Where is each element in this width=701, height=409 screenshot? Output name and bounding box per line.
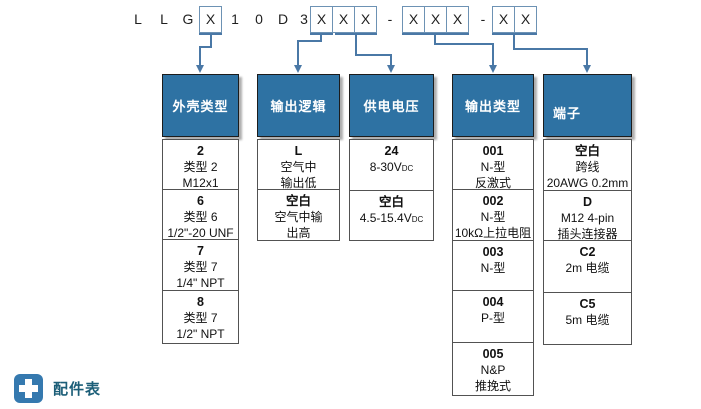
plus-icon — [14, 374, 43, 403]
option-code: 002 — [482, 194, 504, 208]
option-code: 空白 — [285, 194, 311, 208]
option-desc: 2m 电缆 — [565, 261, 610, 275]
option-desc: 5m 电缆 — [565, 313, 610, 327]
option-code: 6 — [197, 194, 204, 208]
column-header-housing-type: 外壳类型 — [162, 74, 239, 137]
option-code: 空白 — [574, 144, 600, 158]
option-code: 7 — [197, 244, 204, 258]
option-desc: N-型 — [480, 210, 506, 224]
code-box: X — [446, 6, 469, 33]
option-desc: 4.5-15.4VDC — [359, 211, 424, 225]
option-cell: D M12 4-pin 插头连接器 — [544, 191, 631, 241]
option-desc: 推挽式 — [474, 379, 511, 393]
accessories-label: 配件表 — [53, 381, 102, 398]
option-desc: 类型 6 — [183, 210, 218, 224]
code-char: L — [160, 11, 168, 27]
option-cell: 6 类型 6 1/2"-20 UNF — [163, 190, 238, 240]
column-output-logic: 输出逻辑 L 空气中输出低空白空气中输出高 — [257, 74, 340, 241]
option-cell: 空白 4.5-15.4VDC — [350, 191, 433, 240]
option-code: C2 — [579, 245, 596, 259]
code-char: G — [182, 11, 194, 27]
code-char: L — [134, 11, 142, 27]
option-code: 8 — [197, 295, 204, 309]
option-desc: 1/2"-20 UNF — [167, 226, 234, 240]
option-desc: N-型 — [480, 160, 506, 174]
code-char: - — [387, 11, 393, 27]
column-supply-voltage: 供电电压 24 8-30VDC 空白 4.5-15.4VDC — [349, 74, 434, 241]
option-desc: N-型 — [480, 261, 506, 275]
option-desc: 10kΩ上拉电阻 — [454, 226, 532, 240]
option-desc: M12x1 — [182, 176, 219, 190]
option-desc: 8-30VDC — [369, 160, 414, 174]
option-desc: 类型 7 — [183, 311, 218, 325]
option-cell: 空白跨线 20AWG 0.2mm — [544, 140, 631, 191]
option-cell: C5 5m 电缆 — [544, 293, 631, 344]
option-desc: 类型 2 — [183, 160, 218, 174]
column-header-output-type: 输出类型 — [452, 74, 534, 137]
option-desc: 空气中输 — [274, 210, 323, 224]
option-desc: N&P — [480, 363, 506, 377]
option-code: 2 — [197, 144, 204, 158]
option-cell: 8 类型 7 1/2" NPT — [163, 291, 238, 343]
option-cell: 24 8-30VDC — [350, 140, 433, 191]
code-box: X — [514, 6, 537, 33]
option-desc: 类型 7 — [183, 260, 218, 274]
option-desc: P-型 — [480, 311, 505, 325]
code-char: 0 — [255, 11, 263, 27]
option-cell: C2 2m 电缆 — [544, 241, 631, 293]
option-code: D — [582, 195, 593, 209]
code-box: X — [492, 6, 515, 33]
option-code: 005 — [482, 347, 504, 361]
option-desc: 反激式 — [474, 176, 511, 190]
code-char: 1 — [231, 11, 239, 27]
option-cell: 2 类型 2 M12x1 — [163, 140, 238, 190]
code-box: X — [310, 6, 333, 33]
column-housing-type: 外壳类型 2 类型 2 M12x1 6 类型 6 1/2"-20 UNF 7 类型 7 1/4" … — [162, 74, 239, 344]
option-code: 003 — [482, 245, 504, 259]
code-char: - — [480, 11, 486, 27]
column-header-output-logic: 输出逻辑 — [257, 74, 340, 137]
option-desc: 插头连接器 — [557, 227, 618, 241]
code-char: D — [277, 11, 289, 27]
column-header-terminal: 端子 — [543, 74, 632, 137]
code-box: X — [424, 6, 447, 33]
option-cell: L 空气中输出低 — [258, 140, 339, 190]
option-list: L 空气中输出低空白空气中输出高 — [257, 139, 340, 241]
option-desc: 出高 — [286, 226, 311, 240]
code-box: X — [332, 6, 355, 33]
option-desc: 跨线 — [575, 160, 600, 174]
option-desc: 输出低 — [280, 176, 317, 190]
code-box: X — [199, 6, 222, 33]
option-desc: 1/4" NPT — [176, 276, 225, 290]
option-code: 24 — [384, 144, 399, 158]
option-desc: M12 4-pin — [560, 211, 615, 225]
code-box: X — [402, 6, 425, 33]
option-desc: 20AWG 0.2mm — [546, 176, 629, 190]
option-cell: 空白空气中输出高 — [258, 190, 339, 240]
option-code: 空白 — [378, 195, 404, 209]
option-code: 001 — [482, 144, 504, 158]
column-header-supply-voltage: 供电电压 — [349, 74, 434, 137]
option-code: C5 — [579, 297, 596, 311]
code-box: X — [354, 6, 377, 33]
accessories-link[interactable]: 配件表 — [14, 374, 101, 403]
option-cell: 7 类型 7 1/4" NPT — [163, 240, 238, 291]
option-desc: 1/2" NPT — [176, 327, 225, 341]
code-char: 3 — [300, 11, 308, 27]
option-code: L — [294, 144, 303, 158]
option-code: 004 — [482, 295, 504, 309]
option-list: 24 8-30VDC 空白 4.5-15.4VDC — [349, 139, 434, 241]
option-desc: 空气中 — [280, 160, 317, 174]
